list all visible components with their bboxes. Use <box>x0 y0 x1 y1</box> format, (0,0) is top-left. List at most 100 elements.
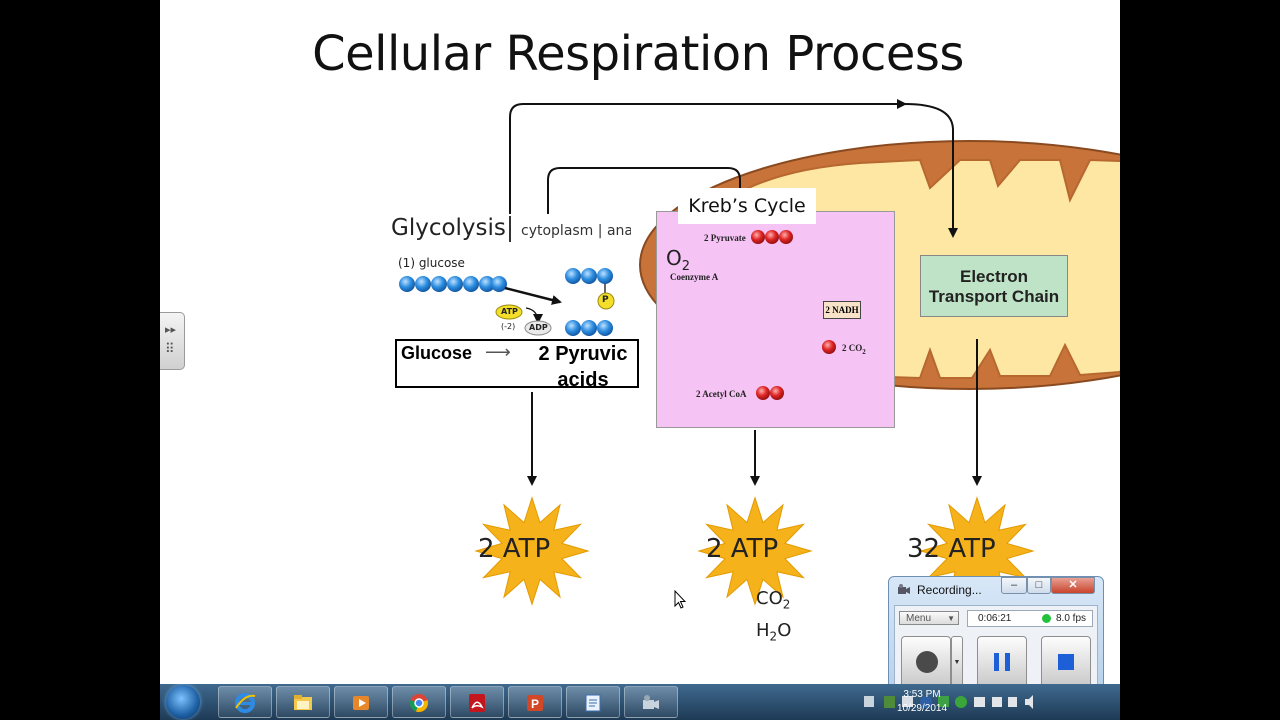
tray-gray-icon <box>902 696 913 707</box>
start-button[interactable] <box>166 685 200 719</box>
taskbar: P <box>160 684 1120 720</box>
svg-text:P: P <box>531 697 539 711</box>
taskbar-file-explorer[interactable] <box>276 686 330 718</box>
stop-icon <box>1058 654 1074 670</box>
tray-recorder-icon <box>864 696 874 707</box>
taskbar-clock[interactable]: 3:53 PM 10/29/2014 <box>888 688 956 716</box>
pyruvate-chain-bottom <box>565 320 613 336</box>
krebs-cycle-title: Kreb’s Cycle <box>678 188 816 224</box>
atp-glycolysis-label: 2 ATP <box>478 534 551 564</box>
atp-pill <box>495 304 523 320</box>
tray-green-icon <box>884 696 895 708</box>
chrome-icon <box>409 694 429 713</box>
oxygen-label: O2 <box>666 246 690 274</box>
recorder-app-icon <box>643 695 659 709</box>
taskbar-media-player[interactable] <box>334 686 388 718</box>
chevron-down-icon: ▼ <box>947 614 955 623</box>
pause-button[interactable] <box>977 636 1027 685</box>
o2-subscript: 2 <box>681 259 691 274</box>
pause-icon-bar <box>1005 653 1010 671</box>
elapsed-time: 0:06:21 <box>978 613 1012 624</box>
pyruvate-chain-top <box>565 268 615 310</box>
clock-time: 3:53 PM <box>903 689 941 700</box>
record-options-dropdown[interactable]: ▼ <box>951 636 963 685</box>
equation-arrow: ⟶ <box>485 342 511 362</box>
recording-widget[interactable]: Recording... – □ ✕ Menu ▼ 0:06:21 8.0 fps… <box>888 576 1104 686</box>
byproducts: CO2 H2O <box>756 586 791 649</box>
notes-icon <box>585 694 601 712</box>
recorder-status: 0:06:21 8.0 fps <box>967 610 1093 627</box>
slide-navigation-tab[interactable]: ▸▸ ⠿ <box>160 312 185 370</box>
tray-network-icon <box>974 697 985 707</box>
co2-krebs-text: 2 CO <box>842 343 863 353</box>
minimize-button[interactable]: – <box>1001 577 1027 594</box>
taskbar-notes[interactable] <box>566 686 620 718</box>
close-button[interactable]: ✕ <box>1051 577 1095 594</box>
nadh-box: 2 NADH <box>823 301 861 319</box>
tray-battery-icon <box>1008 697 1017 707</box>
recorder-title: Recording... <box>917 583 982 597</box>
h2o-subscript: 2 <box>769 629 778 644</box>
h2o-o: O <box>777 619 792 641</box>
etc-line2: Transport Chain <box>928 287 1060 306</box>
taskbar-powerpoint[interactable]: P <box>508 686 562 718</box>
record-button[interactable] <box>901 636 951 685</box>
glucose-label: (1) glucose <box>398 256 465 270</box>
system-tray <box>856 684 1120 720</box>
recording-indicator-icon <box>1042 614 1051 623</box>
co2-subscript: 2 <box>782 597 791 612</box>
slide-title: Cellular Respiration Process <box>312 26 964 82</box>
tray-volume-icon <box>1025 695 1033 709</box>
atp-use-arrow <box>525 307 543 324</box>
flow-arrow-to-krebs <box>547 167 741 214</box>
menu-label: Menu <box>906 613 932 624</box>
taskbar-chrome[interactable] <box>392 686 446 718</box>
maximize-button[interactable]: □ <box>1027 577 1051 594</box>
atp-star-krebs <box>697 496 813 606</box>
adp-pill <box>524 320 552 336</box>
recorder-camera-icon <box>898 584 910 594</box>
media-player-icon <box>353 696 369 710</box>
tray-blue-icon <box>920 696 932 708</box>
stop-button[interactable] <box>1041 636 1091 685</box>
next-slide-icon: ▸▸ <box>165 324 177 336</box>
co2-krebs-sub: 2 <box>862 347 866 356</box>
mouse-cursor-icon <box>674 590 686 609</box>
atp-pill-label: ATP <box>501 307 518 316</box>
folder-icon <box>294 695 312 710</box>
coenzyme-label: Coenzyme A <box>670 272 719 282</box>
electron-transport-chain-box: Electron Transport Chain <box>920 255 1068 317</box>
glucose-chain <box>399 276 507 292</box>
acetyl-coa-label: 2 Acetyl CoA <box>696 389 747 399</box>
flow-arrow-to-etc <box>904 103 958 238</box>
h2o-h: H <box>756 619 770 641</box>
glycolysis-equation-box: Glucose ⟶ 2 Pyruvic acids <box>395 339 639 391</box>
recorder-menu-dropdown[interactable]: Menu ▼ <box>899 611 959 625</box>
glycolysis-separator <box>509 216 511 242</box>
tray-display-icon <box>992 697 1002 707</box>
flow-arrow-top <box>509 99 907 214</box>
taskbar-internet-explorer[interactable] <box>218 686 272 718</box>
etc-line1: Electron <box>959 267 1029 286</box>
powerpoint-icon: P <box>527 695 543 711</box>
slide-grid-icon: ⠿ <box>165 341 175 356</box>
phosphate-label: P <box>602 295 609 305</box>
glycolysis-subtitle: cytoplasm | anae <box>521 223 631 239</box>
atp-krebs-label: 2 ATP <box>706 534 779 564</box>
equation-right: 2 Pyruvic acids <box>538 343 628 391</box>
glycolysis-arrow <box>504 286 562 305</box>
acetyl-beads <box>756 386 784 400</box>
internet-explorer-icon <box>235 693 256 713</box>
adobe-reader-icon <box>469 694 485 712</box>
atp-star-glycolysis <box>474 496 590 606</box>
pyruvate-label: 2 Pyruvate <box>704 233 746 243</box>
co2-krebs-label: 2 CO2 <box>842 343 866 356</box>
glycolysis-title: Glycolysis <box>391 215 506 241</box>
recorder-panel: Menu ▼ 0:06:21 8.0 fps ▼ <box>894 605 1098 685</box>
frame-rate: 8.0 fps <box>1056 613 1087 624</box>
o2-symbol: O <box>666 246 682 270</box>
taskbar-recorder[interactable] <box>624 686 678 718</box>
tray-shield-icon <box>938 696 949 707</box>
taskbar-adobe-reader[interactable] <box>450 686 504 718</box>
adp-pill-label: ADP <box>529 323 548 332</box>
